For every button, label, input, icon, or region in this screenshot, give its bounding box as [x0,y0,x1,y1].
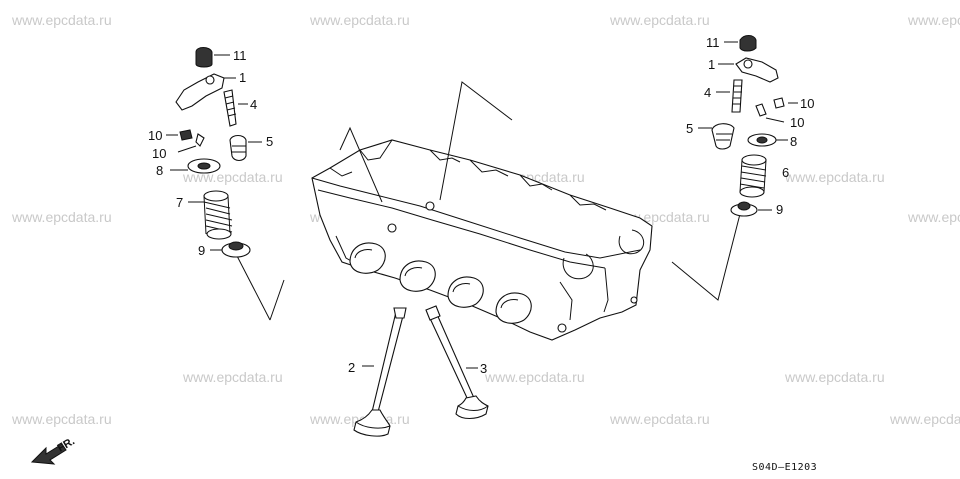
valve-cap-part [195,47,213,68]
lifter-part [229,134,247,162]
watermark: www.epcdata.ru [907,12,960,28]
watermark: www.epcdata.ru [309,12,410,28]
adjust-screw-part [223,89,237,127]
front-arrow: FR. [30,435,77,465]
watermark: www.epcdata.ru [784,169,885,185]
rocker-arm-part [175,73,225,111]
callout-right-10b: 10 [790,115,804,130]
callout-right-1: 1 [708,57,715,72]
valve-cap-part [739,35,757,52]
diagram-code: S04D—E1203 [752,462,817,473]
watermark: www.epcdata.ru [609,411,710,427]
callout-left-8: 8 [156,163,163,178]
callout-left-9: 9 [198,243,205,258]
leader-lines [235,81,741,321]
callout-left-10a: 10 [148,128,162,143]
callout-right-5: 5 [686,121,693,136]
valves: 2 3 [348,305,489,437]
intake-valve-part [427,311,475,401]
front-arrow-icon [30,443,67,465]
valve-spring-part [203,190,233,240]
callout-right-8: 8 [790,134,797,149]
exhaust-valve-part [371,311,405,413]
front-label: FR. [56,435,77,454]
watermark: www.epcdata.ru [889,411,960,427]
nut-part [179,129,193,141]
callout-right-6: 6 [782,165,789,180]
watermark: www.epcdata.ru [11,12,112,28]
valve-spring-part [739,154,767,198]
callout-left-1: 1 [239,70,246,85]
callout-left-4: 4 [250,97,257,112]
adjust-screw-part [731,79,743,113]
callout-left-11: 11 [233,48,247,63]
callout-left-10b: 10 [152,146,166,161]
watermark: www.epcdata.ru [784,369,885,385]
watermark: www.epcdata.ru [182,369,283,385]
callout-right-10a: 10 [800,96,814,111]
lifter-part [711,123,735,150]
watermark: www.epcdata.ru [11,411,112,427]
callout-right-11: 11 [706,35,720,50]
right-valve-train: 11 1 4 10 10 5 8 6 9 [686,35,814,217]
rocker-arm-part [735,57,779,83]
watermark: www.epcdata.ru [609,12,710,28]
watermark: www.epcdata.ru [484,369,585,385]
left-valve-train: 11 1 4 10 10 5 8 [148,47,273,258]
watermark: www.epcdata.ru [11,209,112,225]
callout-valve-2: 2 [348,360,355,375]
callout-left-5: 5 [266,134,273,149]
callout-right-9: 9 [776,202,783,217]
callout-valve-3: 3 [480,361,487,376]
cylinder-head [311,139,653,341]
watermark: www.epcdata.ru [907,209,960,225]
callout-left-7: 7 [176,195,183,210]
callout-right-4: 4 [704,85,711,100]
